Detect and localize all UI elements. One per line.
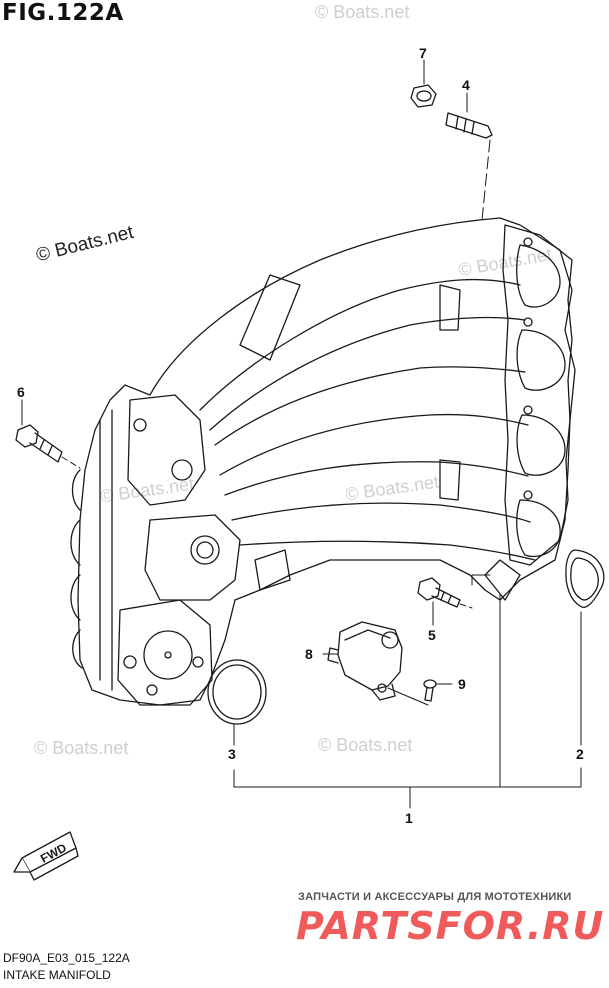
advert-tagline: ЗАПЧАСТИ И АКСЕССУАРЫ ДЛЯ МОТОТЕХНИКИ	[298, 891, 572, 903]
callout-2[interactable]: 2	[576, 746, 584, 762]
callout-5[interactable]: 5	[428, 627, 436, 643]
gasket-right[interactable]	[565, 549, 605, 608]
callout-4[interactable]: 4	[462, 77, 470, 93]
bolt-left[interactable]	[15, 424, 63, 463]
watermark: © Boats.net	[315, 2, 410, 22]
figure-title: FIG.122A	[2, 0, 124, 26]
intake-manifold-part[interactable]	[70, 217, 576, 706]
watermark: © Boats.net	[34, 738, 129, 758]
callout-6[interactable]: 6	[17, 384, 25, 400]
leader-lines	[21, 59, 582, 809]
nut[interactable]	[410, 84, 437, 108]
watermark: © Boats.net	[318, 735, 413, 755]
forward-arrow-icon: FWD	[13, 831, 79, 881]
callout-8[interactable]: 8	[305, 646, 313, 662]
callout-3[interactable]: 3	[228, 746, 236, 762]
figure-code: DF90A_E03_015_122A	[3, 951, 130, 965]
callout-7[interactable]: 7	[419, 45, 427, 61]
callout-9[interactable]: 9	[458, 676, 466, 692]
figure-name: INTAKE MANIFOLD	[3, 968, 111, 982]
gasket-throttle[interactable]	[207, 659, 267, 725]
callout-1[interactable]: 1	[405, 810, 413, 826]
stud-bolt[interactable]	[445, 112, 493, 139]
pressure-sensor[interactable]	[327, 621, 403, 701]
advert-logo: PARTSFOR.RU	[296, 904, 605, 948]
bolt-lower[interactable]	[417, 577, 461, 608]
screw[interactable]	[423, 679, 437, 702]
